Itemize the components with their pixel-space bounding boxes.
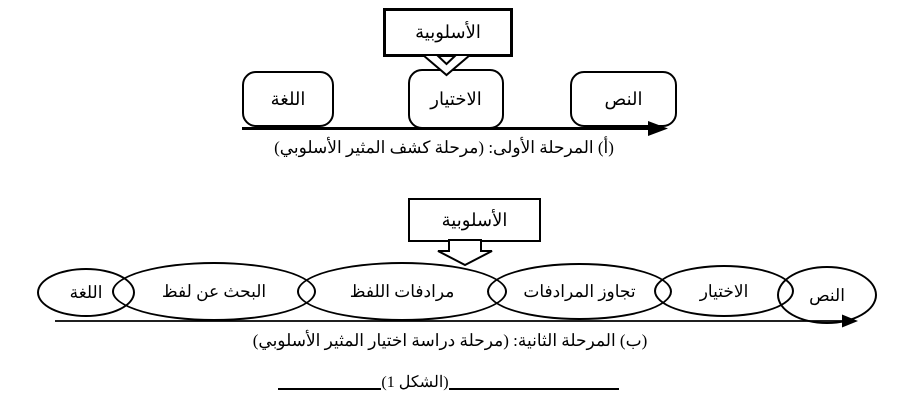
stage-b-stylistics-box: الأسلوبية: [408, 198, 541, 242]
stage-a-node-language-label: اللغة: [270, 88, 306, 109]
stage-b-node-selection-label: الاختيار: [699, 281, 749, 301]
stage-b-node-selection: الاختيار: [654, 265, 794, 317]
stage-b-node-bypass-synonyms-label: تجاوز المرادفات: [523, 282, 636, 301]
stage-b-node-word-synonyms-label: مرادفات اللفظ: [349, 282, 455, 301]
stage-b-node-bypass-synonyms: تجاوز المرادفات: [487, 263, 672, 320]
stage-b-node-word-synonyms: مرادفات اللفظ: [297, 262, 507, 321]
stage-b-down-arrow-icon: [437, 239, 493, 267]
stage-b-node-word-search-label: البحث عن لفظ: [161, 282, 267, 301]
figure-label-right-rule: [449, 388, 619, 390]
stage-a-caption: (أ) المرحلة الأولى: (مرحلة كشف المثير ال…: [274, 138, 614, 157]
stage-b-caption: (ب) المرحلة الثانية: (مرحلة دراسة اختيار…: [252, 331, 648, 350]
stage-a-node-selection: الاختيار: [408, 69, 504, 129]
stage-a-stylistics-label: الأسلوبية: [415, 22, 481, 42]
stage-a-node-text: النص: [570, 71, 677, 127]
stage-a-stylistics-box: الأسلوبية: [383, 8, 513, 57]
stage-a-node-language: اللغة: [242, 71, 334, 127]
stage-b-node-language-label: اللغة: [69, 283, 103, 302]
figure-label: (الشكل 1): [381, 374, 449, 391]
stage-b-stylistics-label: الأسلوبية: [441, 209, 508, 230]
stage-a-node-text-label: النص: [604, 88, 643, 109]
stage-b-node-text-label: النص: [809, 285, 845, 305]
stage-b-node-text: النص: [777, 266, 877, 324]
figure-label-left-rule: [278, 388, 381, 390]
stage-b-node-word-search: البحث عن لفظ: [112, 262, 316, 321]
stage-a-node-selection-label: الاختيار: [430, 88, 482, 109]
